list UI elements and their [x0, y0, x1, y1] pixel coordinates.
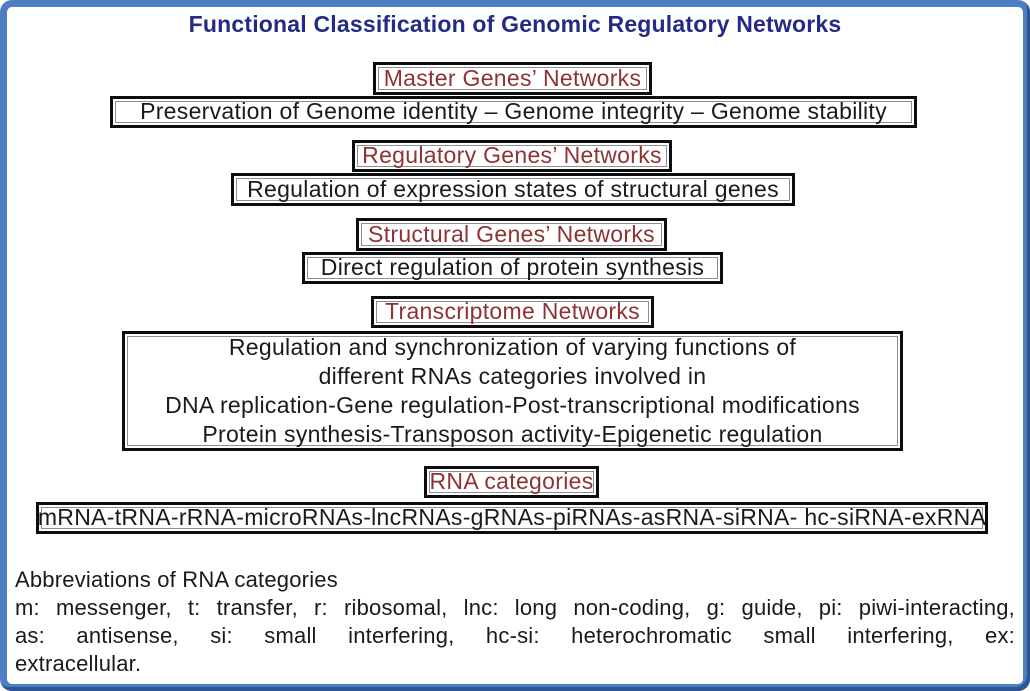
diagram-title: Functional Classification of Genomic Reg…: [188, 11, 842, 37]
transcriptome-body-line: Protein synthesis-Transposon activity-Ep…: [202, 421, 823, 447]
abbreviations-block: Abbreviations of RNA categories m: messe…: [15, 566, 1015, 678]
body-box-transcriptome-networks: Regulation and synchronization of varyin…: [122, 331, 903, 451]
diagram-canvas: Functional Classification of Genomic Reg…: [7, 7, 1023, 684]
transcriptome-body-line: different RNAs categories involved in: [318, 363, 707, 389]
transcriptome-body-line: DNA replication-Gene regulation-Post-tra…: [165, 392, 860, 418]
header-box-structural-genes-networks: Structural Genes’ Networks: [356, 218, 667, 251]
body-box-structural-genes-networks: Direct regulation of protein synthesis: [302, 252, 723, 284]
header-box-regulatory-genes-networks: Regulatory Genes’ Networks: [352, 140, 672, 172]
header-box-rna-categories: RNA categories: [424, 466, 599, 498]
abbreviations-line: as: antisense, si: small interfering, hc…: [15, 623, 1015, 648]
abbreviations-line: extracellular.: [15, 651, 142, 676]
body-box-regulatory-genes-networks: Regulation of expression states of struc…: [231, 173, 795, 206]
header-box-transcriptome-networks: Transcriptome Networks: [371, 296, 654, 328]
header-box-master-genes-networks: Master Genes’ Networks: [373, 62, 652, 95]
body-box-rna-categories: mRNA-tRNA-rRNA-microRNAs-lncRNAs-gRNAs-p…: [36, 502, 988, 534]
body-box-master-genes-networks: Preservation of Genome identity – Genome…: [110, 96, 917, 128]
abbreviations-line: m: messenger, t: transfer, r: ribosomal,…: [15, 595, 1015, 620]
transcriptome-body-line: Regulation and synchronization of varyin…: [228, 334, 797, 360]
abbreviations-heading: Abbreviations of RNA categories: [15, 567, 338, 592]
